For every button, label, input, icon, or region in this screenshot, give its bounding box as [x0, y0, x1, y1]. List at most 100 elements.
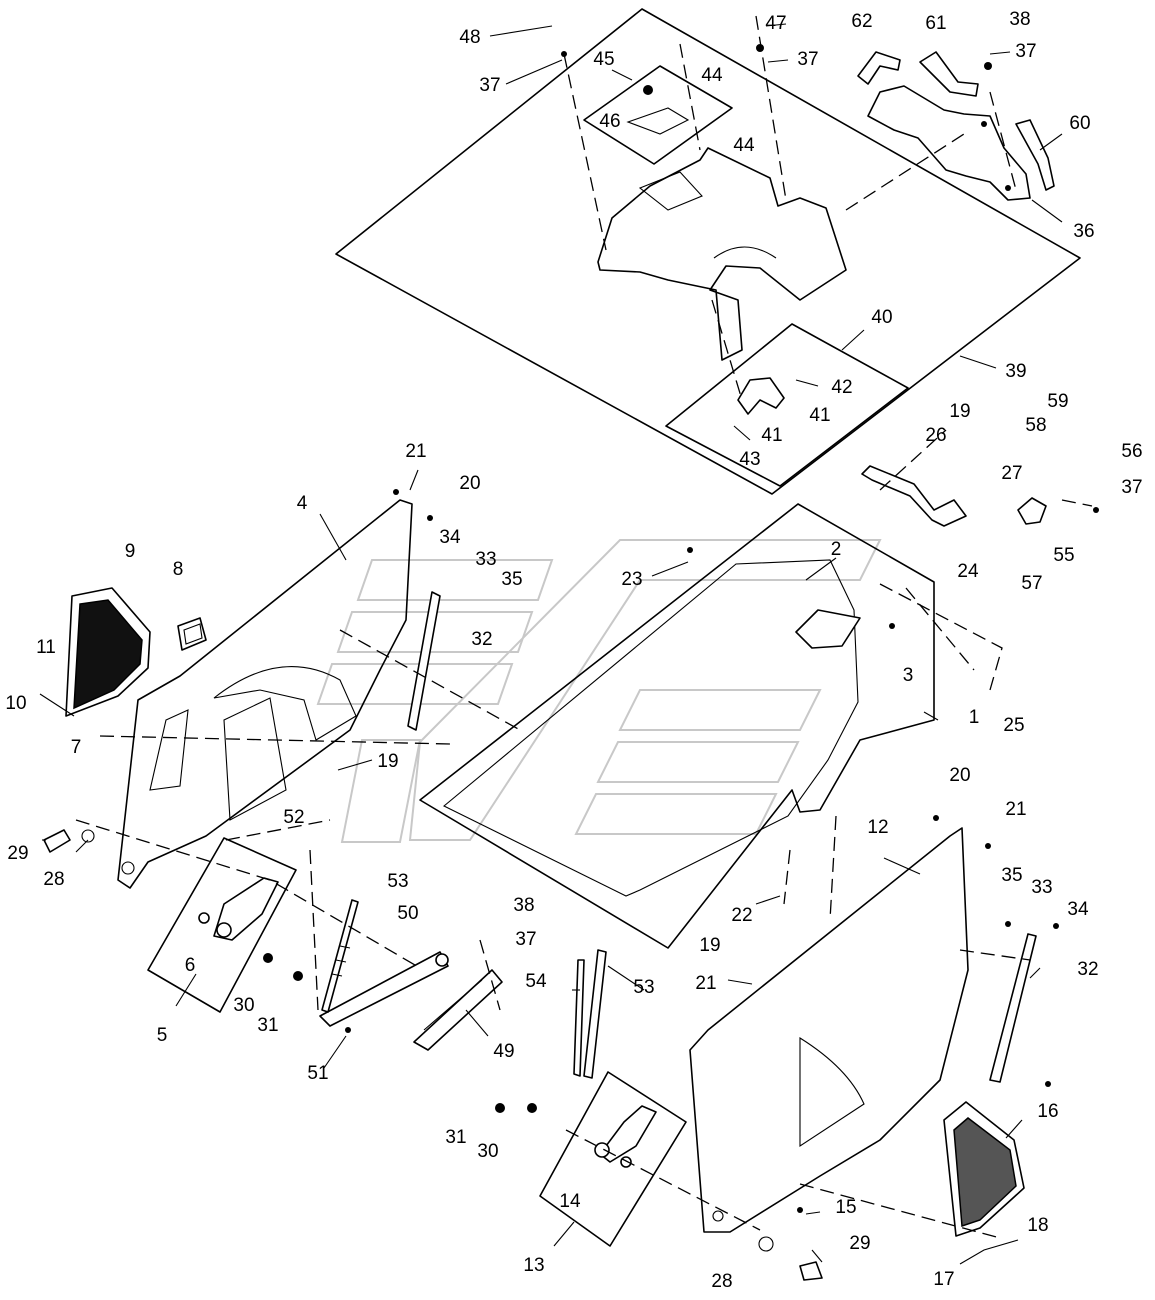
watermark-logo: [316, 539, 882, 843]
callout-24: 24: [957, 561, 979, 582]
bracket-part-55: [1017, 497, 1047, 525]
callout-42: 42: [831, 377, 852, 398]
callout-62: 62: [851, 11, 872, 32]
callout-48: 48: [459, 27, 480, 48]
callout-9: 9: [125, 541, 136, 562]
callout-8: 8: [173, 559, 184, 580]
callout-10: 10: [5, 693, 26, 714]
rail-part-60: [1015, 119, 1055, 191]
callout-45: 45: [593, 49, 614, 70]
callout-3: 3: [903, 665, 914, 686]
pivot-plate-part-13: [539, 1071, 687, 1247]
callout-38: 38: [513, 895, 534, 916]
callout-41: 41: [809, 405, 830, 426]
callout-35: 35: [1001, 865, 1022, 886]
leader-lines: [39, 23, 1063, 1265]
strut-part-32-upper: [407, 591, 441, 731]
handle-part-62: [857, 51, 901, 85]
callout-37: 37: [797, 49, 818, 70]
callout-49: 49: [493, 1041, 514, 1062]
callout-50: 50: [397, 903, 418, 924]
callout-31: 31: [445, 1127, 466, 1148]
callout-33: 33: [475, 549, 496, 570]
callout-43: 43: [739, 449, 760, 470]
callout-59: 59: [1047, 391, 1068, 412]
callout-41: 41: [761, 425, 782, 446]
spring-part-53-left: [321, 899, 359, 1013]
callout-12: 12: [867, 817, 888, 838]
callout-37: 37: [515, 929, 536, 950]
vent-part-9: [65, 587, 151, 717]
callout-4: 4: [297, 493, 308, 514]
callout-38: 38: [1009, 9, 1030, 30]
callout-20: 20: [459, 473, 480, 494]
callout-21: 21: [695, 973, 716, 994]
callout-55: 55: [1053, 545, 1074, 566]
callout-32: 32: [1077, 959, 1098, 980]
link-bar-part-50: [319, 951, 449, 1027]
callout-57: 57: [1021, 573, 1042, 594]
callout-36: 36: [1073, 221, 1094, 242]
callout-13: 13: [523, 1255, 544, 1276]
callout-31: 31: [257, 1015, 278, 1036]
callout-34: 34: [1067, 899, 1089, 920]
callout-19: 19: [699, 935, 720, 956]
callout-20: 20: [949, 765, 970, 786]
floor-plate-part-40: [665, 323, 909, 487]
callout-52: 52: [283, 807, 304, 828]
callout-19: 19: [377, 751, 398, 772]
assembly-lines: [75, 15, 1093, 1239]
callout-53: 53: [387, 871, 408, 892]
callout-29: 29: [7, 843, 28, 864]
callout-22: 22: [731, 905, 752, 926]
callout-11: 11: [36, 637, 56, 658]
callout-39: 39: [1005, 361, 1026, 382]
callout-5: 5: [157, 1025, 168, 1046]
hardware-dots: [43, 44, 1099, 1281]
callout-51: 51: [307, 1063, 328, 1084]
callout-21: 21: [1005, 799, 1026, 820]
callout-28: 28: [711, 1271, 732, 1292]
callout-37: 37: [1015, 41, 1036, 62]
callout-16: 16: [1037, 1101, 1058, 1122]
callout-58: 58: [1025, 415, 1046, 436]
callout-25: 25: [1003, 715, 1024, 736]
callout-54: 54: [525, 971, 547, 992]
callout-6: 6: [185, 955, 196, 976]
callout-21: 21: [405, 441, 426, 462]
callout-1: 1: [969, 707, 980, 728]
callout-37: 37: [479, 75, 500, 96]
pedal-plate-part-45: [583, 65, 733, 165]
cab-shell-part-1: [419, 503, 935, 949]
callout-30: 30: [233, 995, 254, 1016]
callout-34: 34: [439, 527, 461, 548]
callout-32: 32: [471, 629, 492, 650]
callout-56: 56: [1121, 441, 1142, 462]
gas-strut-part-54: [573, 959, 585, 1077]
callout-44: 44: [733, 135, 755, 156]
strut-part-32-lower: [989, 933, 1037, 1083]
callout-7: 7: [71, 737, 82, 758]
callout-29: 29: [849, 1233, 870, 1254]
vent-part-16: [943, 1101, 1025, 1237]
left-panel-part-4: [117, 499, 413, 889]
callout-15: 15: [835, 1197, 856, 1218]
vent-cover-part-8: [177, 617, 207, 651]
callout-28: 28: [43, 869, 64, 890]
callout-19: 19: [949, 401, 970, 422]
spring-part-53-right: [583, 949, 607, 1079]
callout-61: 61: [925, 13, 946, 34]
floor-panel-part-39: [335, 8, 1081, 495]
callout-44: 44: [701, 65, 723, 86]
callout-30: 30: [477, 1141, 498, 1162]
callout-47: 47: [765, 13, 786, 34]
callout-labels: 48 47 62 61 38 37 37 37 45 44 46 44 60 3…: [5, 9, 1142, 1292]
callout-17: 17: [933, 1269, 954, 1290]
callout-2: 2: [831, 539, 842, 560]
bracket-part-36: [867, 85, 1031, 201]
callout-26: 26: [925, 425, 946, 446]
callout-14: 14: [559, 1191, 581, 1212]
callout-46: 46: [599, 111, 620, 132]
